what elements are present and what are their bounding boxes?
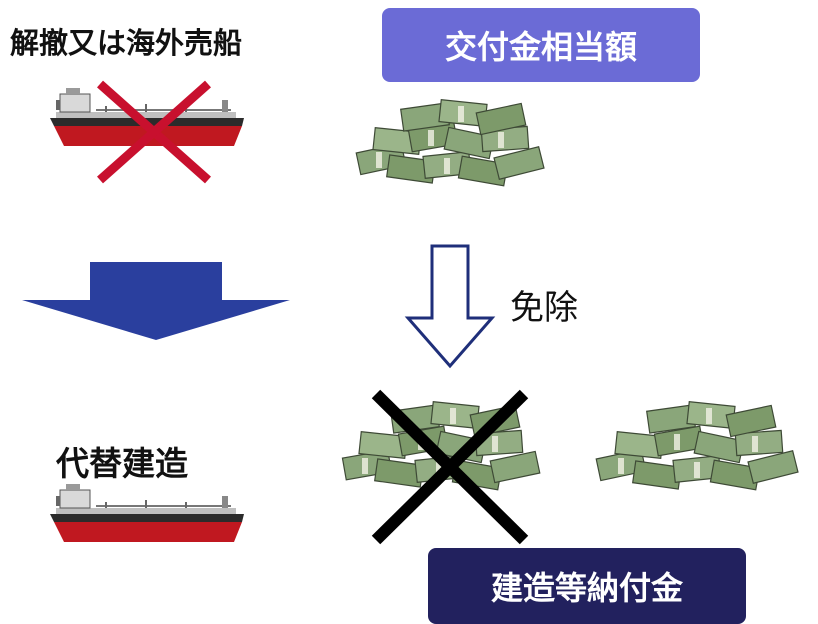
cross-icon bbox=[371, 389, 529, 545]
cross-icon bbox=[97, 80, 211, 184]
replacement-construction-label: 代替建造 bbox=[56, 444, 188, 483]
down-arrow-icon bbox=[22, 262, 290, 340]
ship-icon bbox=[50, 88, 244, 146]
scrap-or-overseas-sale-label: 解撤又は海外売船 bbox=[10, 26, 243, 60]
ship-icon bbox=[50, 484, 244, 542]
construction-payment-badge: 建造等納付金 bbox=[428, 548, 746, 624]
money-stack-icon bbox=[595, 400, 799, 491]
delivery-equivalent-badge: 交付金相当額 bbox=[382, 8, 700, 82]
hollow-down-arrow-icon bbox=[404, 244, 496, 369]
construction-payment-badge-text: 建造等納付金 bbox=[490, 569, 683, 607]
delivery-equivalent-badge-text: 交付金相当額 bbox=[444, 28, 637, 66]
money-stack-icon bbox=[355, 98, 545, 187]
exemption-label: 免除 bbox=[510, 288, 578, 328]
